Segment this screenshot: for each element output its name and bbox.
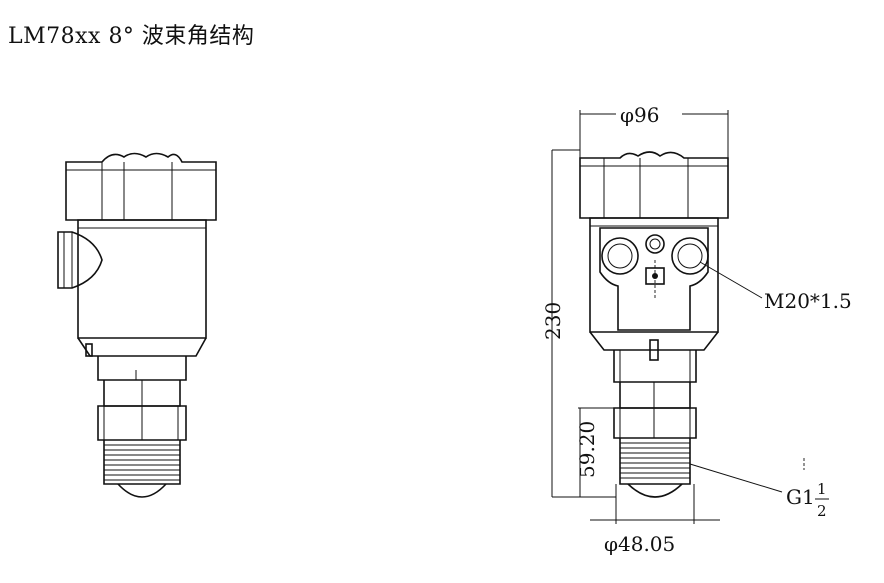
front-view — [579, 151, 729, 498]
bottom-diameter-label: φ48.05 — [604, 532, 675, 556]
drawing-title: LM78xx 8° 波束角结构 — [8, 24, 255, 49]
side-view — [57, 152, 217, 498]
height-label: 230 — [541, 302, 565, 340]
dim-59-20-label: 59.20 — [575, 421, 599, 478]
pipe-thread-numerator: 1 — [817, 480, 827, 498]
pipe-thread-prefix: G1 — [786, 485, 815, 509]
pipe-thread-label: G1 1 2 — [786, 480, 829, 520]
dimension-lines — [551, 110, 805, 524]
pipe-thread-denominator: 2 — [817, 502, 827, 520]
thread-spec-label: M20*1.5 — [764, 289, 852, 313]
top-diameter-label: φ96 — [620, 103, 659, 127]
